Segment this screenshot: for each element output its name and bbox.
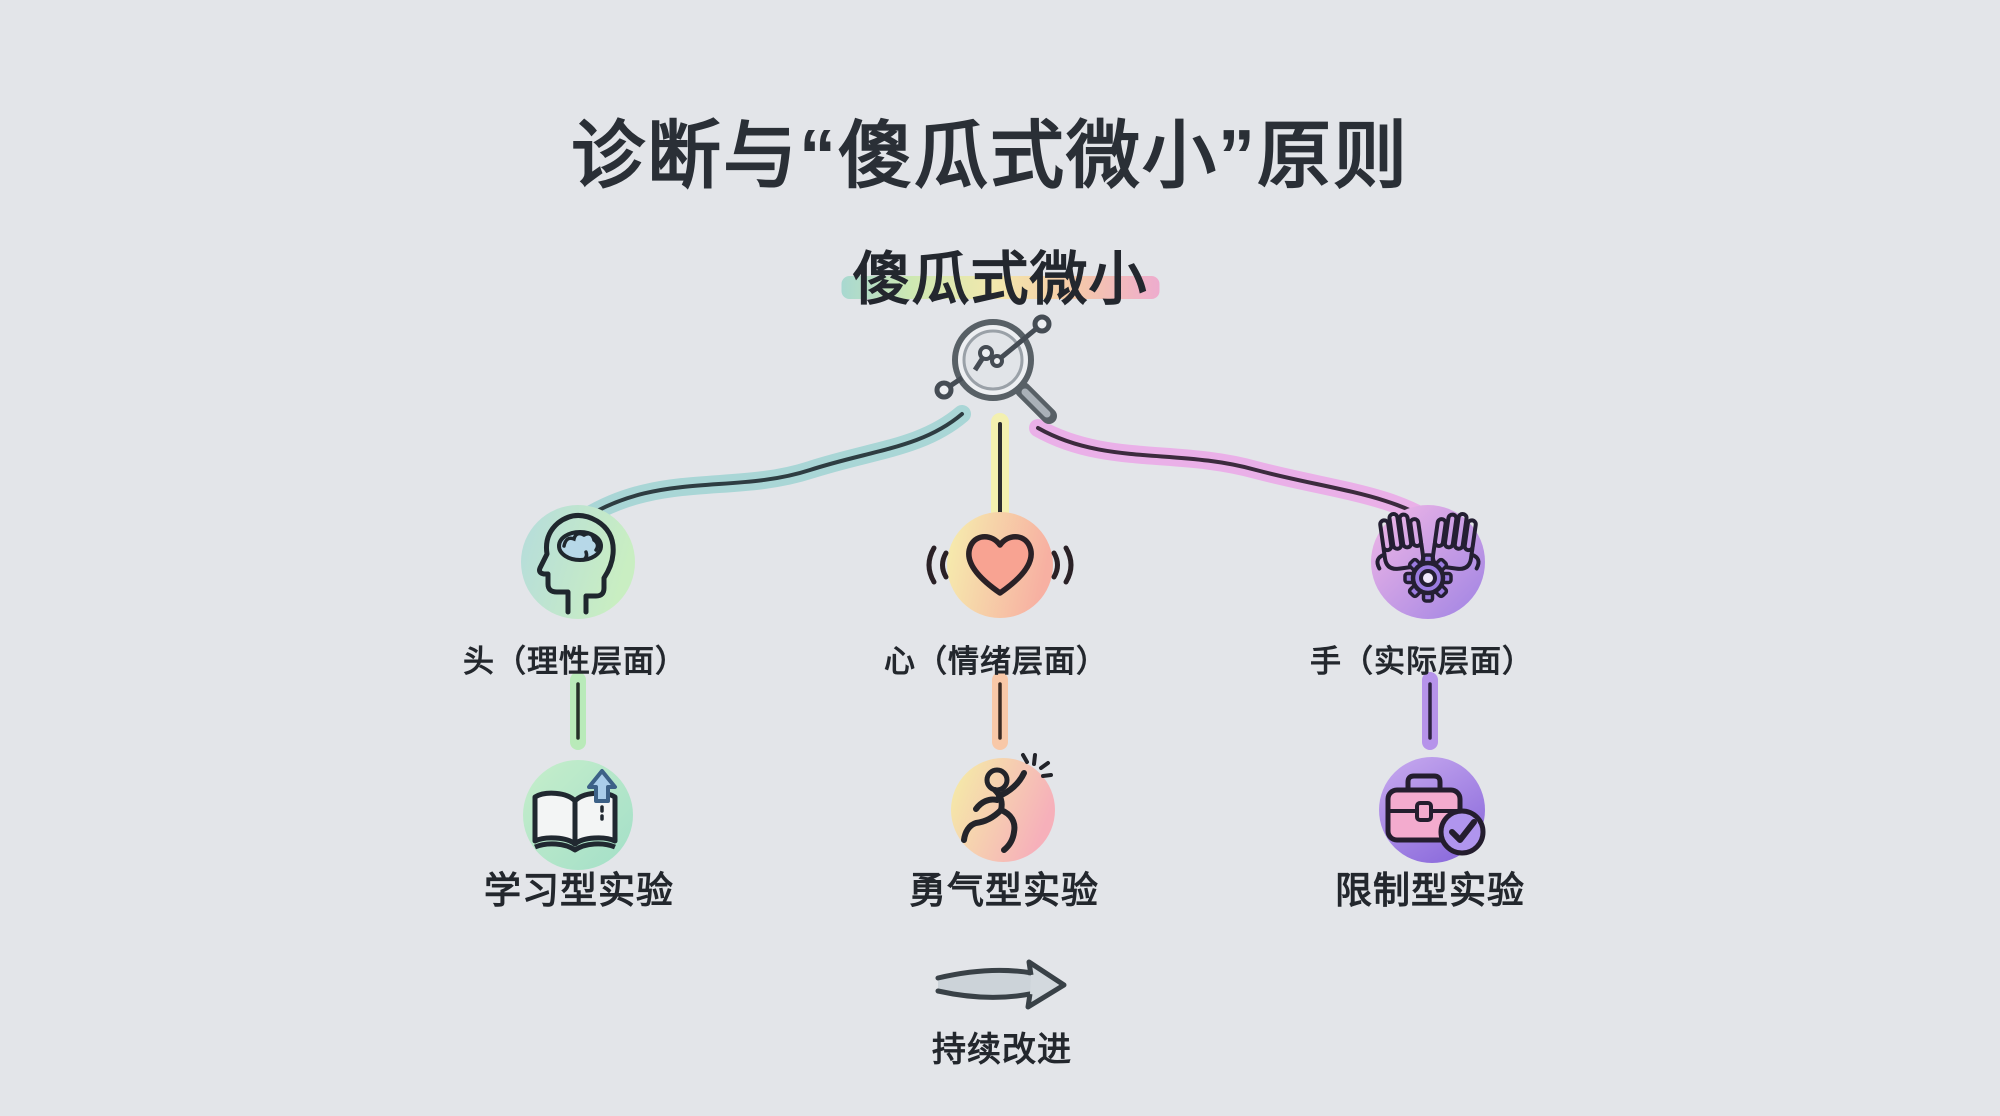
experiment-label-courage: 勇气型实验 <box>909 870 1099 911</box>
running-person-icon <box>948 752 1058 868</box>
gear-icon <box>1403 553 1453 603</box>
branch-label-heart: 心（情绪层面） <box>884 644 1108 679</box>
briefcase-check-icon <box>1372 752 1492 868</box>
footer-label: 持续改进 <box>932 1031 1072 1069</box>
root-label: 傻瓜式微小 <box>852 247 1148 312</box>
arrow-right-icon <box>925 945 1075 1025</box>
branch-label-head: 头（理性层面） <box>463 644 687 679</box>
connector-right-pink <box>1029 419 1449 537</box>
book-up-arrow-icon <box>521 758 636 873</box>
magnifier-chart-icon <box>918 285 1068 435</box>
hands-gear-icon <box>1368 500 1488 624</box>
branch-label-hand: 手（实际层面） <box>1310 644 1534 679</box>
heart-waves-icon <box>915 510 1085 620</box>
connector-left-teal <box>561 405 971 537</box>
rainbow-highlight-bar <box>840 276 1159 299</box>
page-title: 诊断与“傻瓜式微小”原则 <box>571 114 1409 197</box>
root-node: 傻瓜式微小 <box>840 232 1159 316</box>
experiment-label-constraint: 限制型实验 <box>1335 870 1525 911</box>
experiment-label-learning: 学习型实验 <box>484 870 674 911</box>
head-brain-icon <box>518 502 638 622</box>
